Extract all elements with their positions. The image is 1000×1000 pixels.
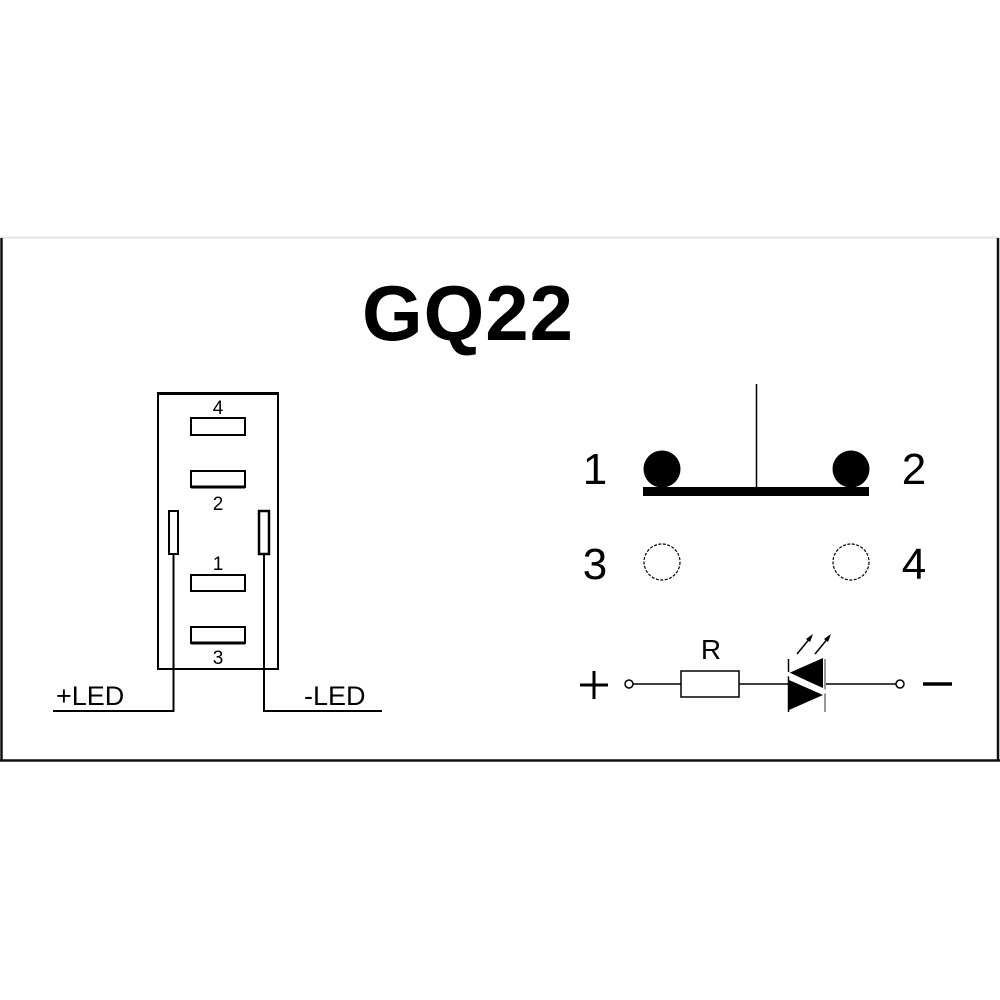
- led-minus-pin: -LED: [257, 509, 382, 712]
- diagram-title: GQ22: [362, 269, 574, 357]
- contact-2-label: 2: [902, 445, 926, 494]
- minus-terminal-icon: [895, 679, 905, 689]
- light-emission-arrows-icon: [796, 634, 831, 655]
- pin-2: 2: [190, 470, 246, 515]
- diagram-frame: [0, 236, 1000, 762]
- contact-1-label: 1: [583, 445, 607, 494]
- pin-2-label: 2: [213, 494, 224, 515]
- plus-sign-icon: [580, 671, 608, 699]
- led-circuit: R: [580, 634, 952, 712]
- pin-3-label: 3: [213, 648, 224, 669]
- led-plus-pin: +LED: [53, 510, 179, 712]
- contact-2-closed: [832, 450, 870, 488]
- contact-4-label: 4: [902, 540, 926, 589]
- pin-4: 4: [190, 398, 246, 436]
- pin-1-label: 1: [213, 554, 224, 575]
- contact-3-label: 3: [583, 540, 607, 589]
- switch-symbol: 1 2 3 4: [583, 384, 926, 589]
- plus-led-label: +LED: [56, 681, 124, 711]
- connector-pinout: 4 2 1 3 +LED -LED: [53, 392, 382, 712]
- contact-3-open: [643, 543, 681, 581]
- pin-3: 3: [190, 626, 246, 669]
- resistor-icon: [680, 670, 740, 698]
- resistor-label: R: [701, 634, 721, 665]
- minus-led-label: -LED: [304, 681, 366, 711]
- pin-1: 1: [190, 554, 246, 592]
- contact-4-open: [832, 543, 870, 581]
- contact-1-closed: [643, 450, 681, 488]
- plus-terminal-icon: [624, 679, 634, 689]
- pin-4-label: 4: [213, 398, 224, 419]
- led-diode-icon: [785, 634, 896, 712]
